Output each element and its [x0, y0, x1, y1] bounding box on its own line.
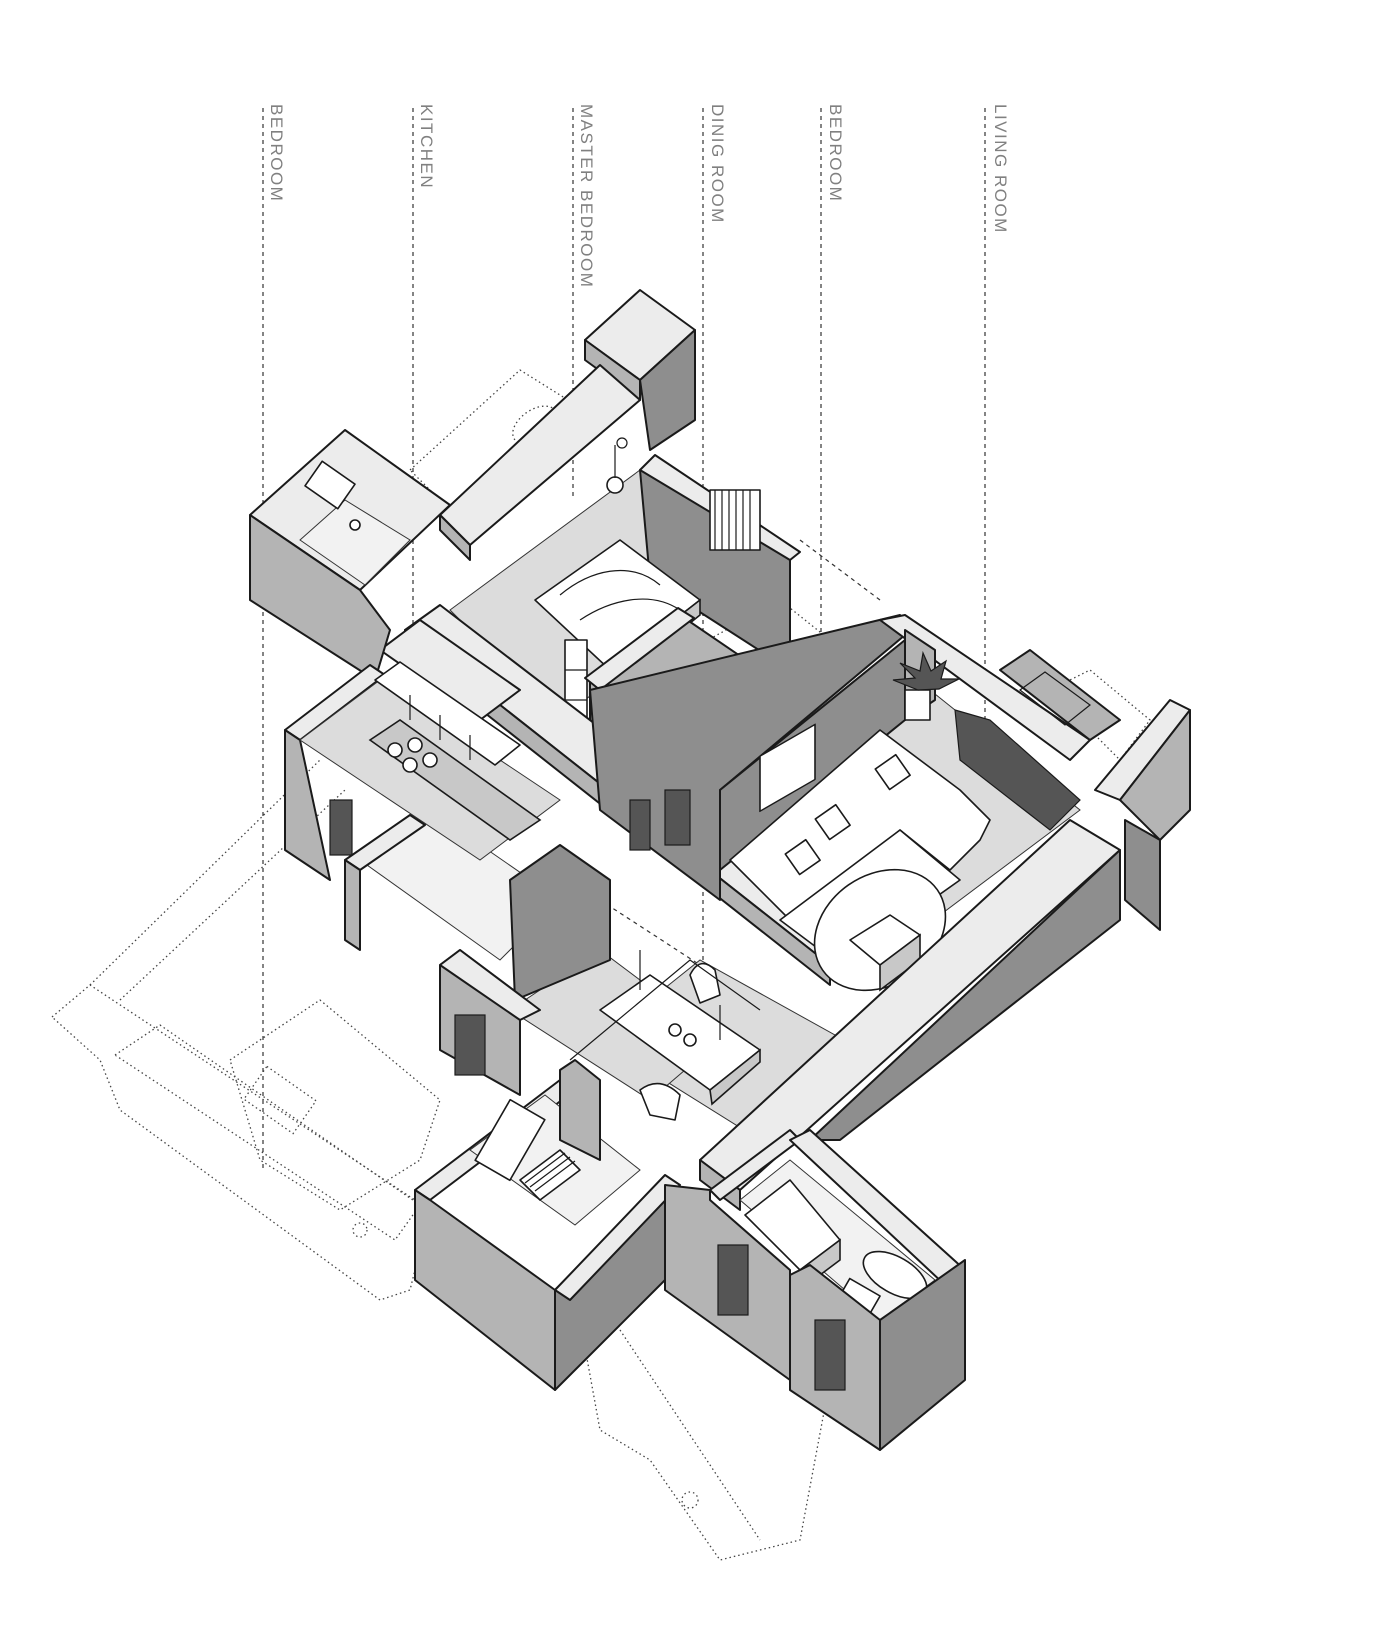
plant: [892, 650, 960, 721]
upper-cabinets: [374, 661, 521, 766]
dining-room: [569, 950, 761, 1121]
dining-chair: [639, 1082, 681, 1121]
floor-lamp: [606, 476, 624, 494]
label-master-bedroom: MASTER BEDROOM: [577, 104, 596, 289]
bath-door: [814, 1319, 846, 1391]
curtain: [709, 489, 761, 551]
piano: [519, 1149, 581, 1201]
bath-door: [717, 1244, 749, 1316]
label-bedroom-1: BEDROOM: [267, 104, 286, 203]
living-room-block: [589, 614, 1191, 1211]
label-kitchen: KITCHEN: [417, 104, 436, 190]
label-living-room: LIVING ROOM: [991, 104, 1010, 234]
bath-upper-left: [249, 429, 451, 681]
bottom-right-bathrooms: [664, 1129, 966, 1451]
cooktop-burner: [387, 742, 403, 758]
label-dining-room: DINIG ROOM: [708, 104, 727, 224]
living-window: [954, 709, 1081, 831]
kitchen-block: [284, 661, 611, 1001]
label-bedroom-2: BEDROOM: [826, 104, 845, 203]
door: [454, 1014, 486, 1076]
interior-doors: [629, 789, 691, 851]
bottom-center-room: [414, 949, 681, 1391]
dining-chair: [689, 962, 721, 1004]
kitchen-door: [329, 799, 353, 856]
